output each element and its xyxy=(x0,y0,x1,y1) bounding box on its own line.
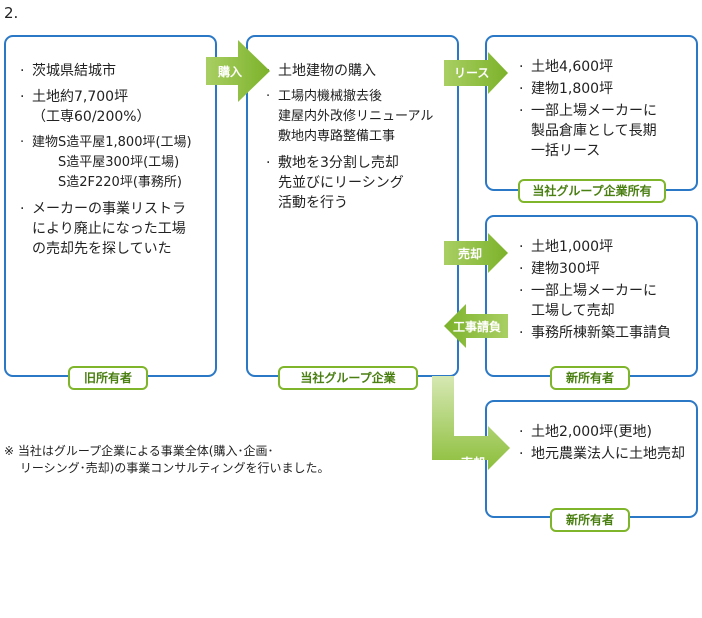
lease-arrow-label: リース xyxy=(454,66,490,80)
list-item: 敷地を3分割し売却 先並びにリーシング 活動を行う xyxy=(264,153,457,213)
group-company-box: 土地建物の購入 工場内機械撤去後 建屋内外改修リニューアル 敷地内専路整備工事 … xyxy=(246,35,459,377)
former-owner-tag: 旧所有者 xyxy=(68,366,148,390)
former-owner-list: 茨城県結城市 土地約7,700坪 （工専60/200%） 建物S造平屋1,800… xyxy=(18,61,215,265)
list-item: 建物1,800坪 xyxy=(517,79,696,99)
purchase-arrow-label: 購入 xyxy=(218,65,243,79)
list-item: 一部上場メーカーに 製品倉庫として長期 一括リース xyxy=(517,101,696,161)
list-item: 工場内機械撤去後 建屋内外改修リニューアル 敷地内専路整備工事 xyxy=(264,87,457,147)
sale1-box: 土地1,000坪 建物300坪 一部上場メーカーに 工場して売却 事務所棟新築工… xyxy=(485,215,698,377)
sale1-list: 土地1,000坪 建物300坪 一部上場メーカーに 工場して売却 事務所棟新築工… xyxy=(517,237,696,349)
sale2-arrow: 売却 xyxy=(428,376,510,476)
sale2-box: 土地2,000坪(更地) 地元農業法人に土地売却 xyxy=(485,400,698,518)
group-company-list: 土地建物の購入 工場内機械撤去後 建屋内外改修リニューアル 敷地内専路整備工事 … xyxy=(264,61,457,219)
list-item: 土地4,600坪 xyxy=(517,57,696,77)
sale1-tag: 新所有者 xyxy=(550,366,630,390)
sale2-list: 土地2,000坪(更地) 地元農業法人に土地売却 xyxy=(517,422,696,470)
list-item: 茨城県結城市 xyxy=(18,61,215,81)
list-item: 一部上場メーカーに 工場して売却 xyxy=(517,281,696,321)
arrow-right-icon xyxy=(444,233,508,273)
list-item: 土地約7,700坪 （工専60/200%） xyxy=(18,87,215,127)
construction-arrow-label: 工事請負 xyxy=(453,320,502,334)
list-item: 建物S造平屋1,800坪(工場) S造平屋300坪(工場) S造2F220坪(事… xyxy=(18,133,215,193)
lease-list: 土地4,600坪 建物1,800坪 一部上場メーカーに 製品倉庫として長期 一括… xyxy=(517,57,696,167)
list-item: 地元農業法人に土地売却 xyxy=(517,444,696,464)
former-owner-box: 茨城県結城市 土地約7,700坪 （工専60/200%） 建物S造平屋1,800… xyxy=(4,35,217,377)
bent-arrow-icon xyxy=(432,376,510,470)
lease-tag: 当社グループ企業所有 xyxy=(518,179,666,203)
arrow-right-icon xyxy=(444,52,508,94)
arrow-right-icon xyxy=(206,40,270,102)
list-item: 事務所棟新築工事請負 xyxy=(517,323,696,343)
sale2-tag: 新所有者 xyxy=(550,508,630,532)
lease-box: 土地4,600坪 建物1,800坪 一部上場メーカーに 製品倉庫として長期 一括… xyxy=(485,35,698,191)
list-item: 土地建物の購入 xyxy=(264,61,457,81)
footnote: ※ 当社はグループ企業による事業全体(購入･企画･ リーシング･売却)の事業コン… xyxy=(4,444,330,475)
list-item: 建物300坪 xyxy=(517,259,696,279)
sale1-arrow-label: 売却 xyxy=(458,247,483,261)
list-item: メーカーの事業リストラ により廃止になった工場 の売却先を探していた xyxy=(18,199,215,259)
purchase-arrow: 購入 xyxy=(206,40,270,102)
construction-arrow: 工事請負 xyxy=(444,304,508,348)
group-company-tag: 当社グループ企業 xyxy=(278,366,418,390)
list-item: 土地1,000坪 xyxy=(517,237,696,257)
section-number: 2. xyxy=(4,4,19,22)
list-item: 土地2,000坪(更地) xyxy=(517,422,696,442)
sale1-arrow: 売却 xyxy=(444,233,508,273)
sale2-arrow-label: 売却 xyxy=(461,456,486,470)
arrow-left-icon xyxy=(444,304,508,348)
lease-arrow: リース xyxy=(444,52,508,94)
